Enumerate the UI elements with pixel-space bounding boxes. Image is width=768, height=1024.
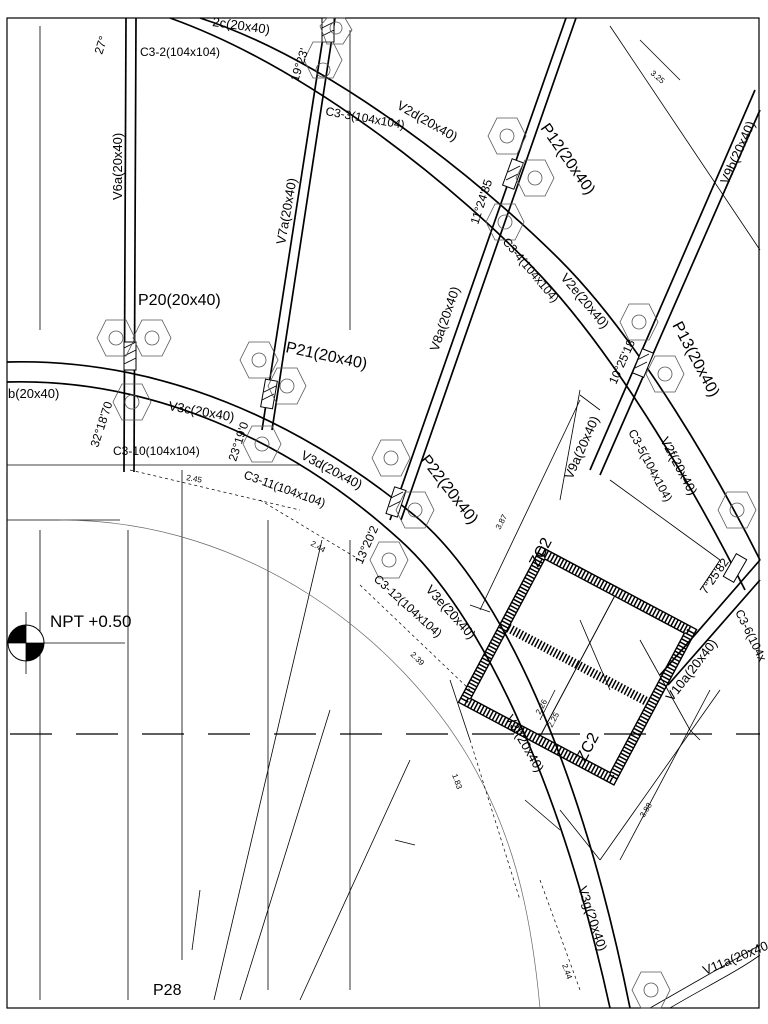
beam-label-v3f: V3f(20x40) xyxy=(502,712,547,775)
level-marker-symbol xyxy=(7,612,125,674)
dimension-label-183: 1.83 xyxy=(450,773,464,791)
dimension-label-225: 2.25 xyxy=(546,710,562,728)
radial-beams xyxy=(123,17,761,686)
pile-cap-label-c3-4: C3-4(104x104) xyxy=(500,235,562,305)
column-label-p20: P20(20x40) xyxy=(138,292,221,309)
beam-label-v3g: V3g(20x40) xyxy=(575,884,610,953)
column-label-p22: P22(20x40) xyxy=(417,452,481,528)
angle-label-19: 19°23' xyxy=(288,46,312,82)
dimension-label-325: 3.25 xyxy=(649,69,667,86)
pile-cap-symbols xyxy=(96,17,757,1009)
column-label-p12: P12(20x40) xyxy=(537,121,598,199)
pile-cap-label-c3-6: C3-6(104x xyxy=(732,607,768,663)
dimension-label-245: 2.45 xyxy=(186,473,203,485)
shaft-label-zc2-bottom: ZC2 xyxy=(574,730,603,765)
angle-label-23: 23°19'0 xyxy=(226,420,252,463)
dimension-label-244b: 2.44 xyxy=(560,963,574,981)
beam-label-v9a: V9a(20x40) xyxy=(561,414,602,482)
grid-lines xyxy=(7,25,761,1001)
dimension-lines xyxy=(129,39,711,991)
dimension-label-244a: 2.44 xyxy=(309,539,327,555)
dimension-label-388: 3.88 xyxy=(638,801,654,819)
beam-label-v3b: b(20x40) xyxy=(8,386,59,401)
beam-label-v2e: V2e(20x40) xyxy=(558,270,613,331)
angle-label-11: 11°24'85 xyxy=(468,177,496,226)
pile-cap-label-c3-10: C3-10(104x104) xyxy=(113,444,200,458)
lift-shaft-zc2 xyxy=(457,545,698,786)
pile-cap-label-c3-3: C3-3(104x104) xyxy=(324,104,405,132)
angle-label-32: 32°18'70 xyxy=(88,399,116,448)
column-label-p28: P28 xyxy=(153,982,182,999)
column-markers xyxy=(123,17,748,583)
beam-label-v6a: V6a(20x40) xyxy=(110,133,125,200)
beam-label-v8a: V8a(20x40) xyxy=(427,285,463,353)
angle-label-13: 13°20'2 xyxy=(352,523,381,566)
dimension-label-239: 2.39 xyxy=(409,650,427,668)
angle-label-27: 27° xyxy=(92,34,111,56)
curved-beams xyxy=(6,17,761,1009)
beam-label-v10a: V10a(20x40) xyxy=(663,636,721,704)
shaft-inner-lines xyxy=(449,389,721,861)
dimension-label-387: 3.87 xyxy=(494,512,510,530)
level-marker-label: NPT +0.50 xyxy=(50,612,131,631)
drawing-frame xyxy=(6,17,760,1009)
pile-cap-label-c3-2: C3-2(104x104) xyxy=(140,45,220,59)
